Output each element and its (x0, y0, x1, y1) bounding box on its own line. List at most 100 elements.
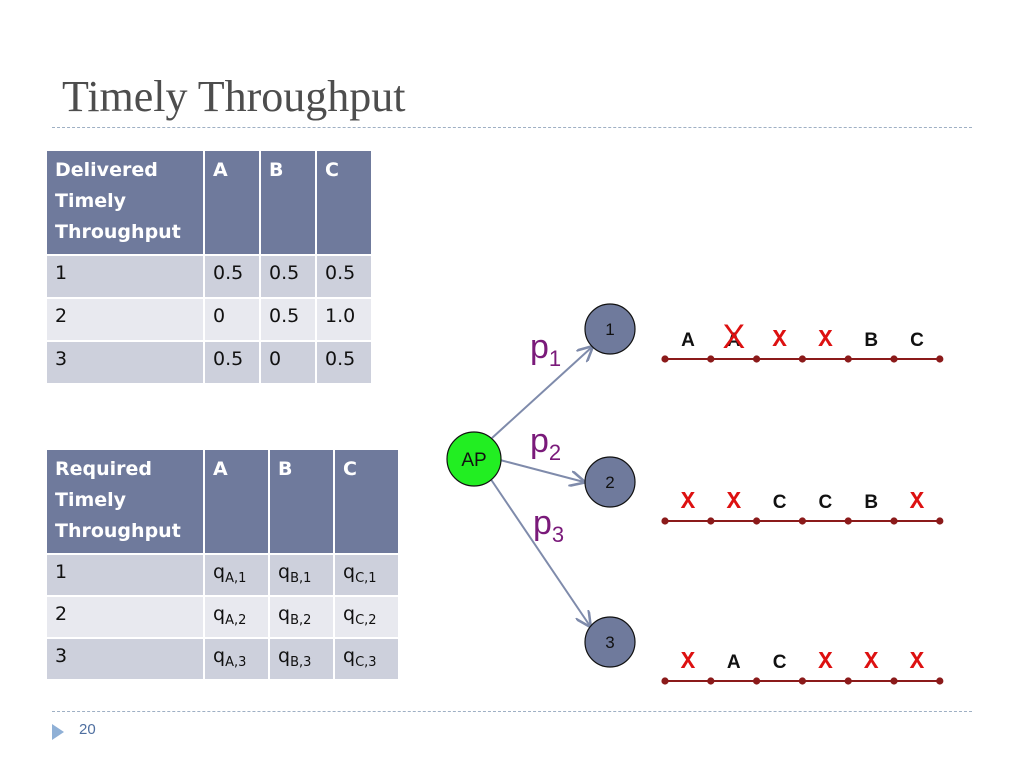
cell-base: q (343, 603, 356, 625)
header-cell-label: Delivered Timely Throughput (45, 149, 205, 256)
cell-b: 0.5 (259, 297, 317, 342)
cell-c: 0.5 (315, 340, 373, 385)
cell-subscript: A,2 (225, 613, 247, 628)
client-node-label: 1 (605, 320, 614, 339)
header-cell-b: B (268, 448, 335, 555)
slot-label: A (727, 652, 741, 673)
cell-subscript: A,3 (225, 655, 247, 670)
timeline-tick (890, 355, 898, 363)
timeline-tick (936, 517, 944, 525)
timeline-tick (890, 517, 898, 525)
table-row: 2 qA,2 qB,2 qC,2 (45, 595, 400, 639)
link-arrow-3 (489, 477, 590, 626)
slot-label: B (864, 492, 878, 513)
timeline-tick (936, 677, 944, 685)
cell-subscript: A,1 (225, 571, 247, 586)
cell-subscript: B,3 (290, 655, 312, 670)
client-node-label: 2 (605, 473, 614, 492)
slot-label: X (818, 327, 833, 354)
access-point-label: AP (461, 450, 486, 471)
header-cell-c: C (315, 149, 373, 256)
cell-base: 2 (55, 603, 68, 625)
client-node-label: 3 (605, 633, 614, 652)
slot-label: A (727, 330, 741, 351)
slot-label: C (819, 492, 833, 513)
probability-subscript: 1 (549, 346, 561, 371)
cell-base: q (278, 645, 291, 667)
timeline-tick (936, 355, 944, 363)
slot-label: X (910, 649, 925, 676)
timeline-tick (707, 355, 715, 363)
cell-subscript: C,1 (355, 571, 377, 586)
timeline-tick (844, 677, 852, 685)
cell-c: qC,2 (333, 595, 400, 639)
timeline-tick (661, 355, 669, 363)
cell-a: qA,1 (203, 553, 270, 597)
timeline-tick (798, 677, 807, 685)
access-point-node (446, 431, 502, 487)
cell-base: q (213, 645, 226, 667)
table-row: 1 0.5 0.5 0.5 (45, 254, 373, 299)
client-node-1 (584, 303, 636, 355)
table-header-row: Delivered Timely Throughput A B C (45, 149, 373, 256)
timeline-tick (753, 517, 761, 525)
cell-a: qA,3 (203, 637, 270, 681)
cell-base: q (278, 561, 291, 583)
slot-label: X (910, 489, 925, 516)
table-row: 1 qA,1 qB,1 qC,1 (45, 553, 400, 597)
probability-subscript: 3 (552, 522, 564, 547)
cell-subscript: C,2 (355, 613, 377, 628)
slot-label: C (910, 330, 924, 351)
slide-number: 20 (79, 721, 96, 738)
cell-a: qA,2 (203, 595, 270, 639)
required-throughput-table: Required Timely Throughput A B C 1 qA,1 … (45, 448, 400, 681)
cell-c: qC,1 (333, 553, 400, 597)
cell-b: 0 (259, 340, 317, 385)
header-cell-b: B (259, 149, 317, 256)
row-client: 1 (45, 553, 205, 597)
probability-base: p (530, 422, 549, 460)
table-row: 3 qA,3 qB,3 qC,3 (45, 637, 400, 681)
cell-b: qB,2 (268, 595, 335, 639)
link-arrow-2 (499, 459, 584, 482)
slot-label: C (773, 652, 787, 673)
row-client: 3 (45, 340, 205, 385)
footer-divider (52, 711, 972, 712)
probability-label-2: p2 (530, 422, 561, 465)
node-group: AP 1 2 3 (446, 303, 636, 668)
cell-a: 0.5 (203, 340, 261, 385)
cell-b: qB,1 (268, 553, 335, 597)
probability-base: p (533, 504, 552, 542)
cell-base: q (213, 603, 226, 625)
timeline-tick (707, 677, 715, 685)
slot-label: A (681, 330, 695, 351)
title-divider (52, 127, 972, 128)
probability-subscript: 2 (549, 440, 561, 465)
slot-label: X (772, 327, 787, 354)
cell-b: qB,3 (268, 637, 335, 681)
slot-label: C (773, 492, 787, 513)
cell-subscript: B,1 (290, 571, 312, 586)
row-client: 2 (45, 297, 205, 342)
cell-subscript: B,2 (290, 613, 312, 628)
header-cell-c: C (333, 448, 400, 555)
timeline-tick (798, 355, 807, 363)
timeline-tick (707, 517, 715, 525)
probability-label-1: p1 (530, 328, 561, 371)
cell-base: 1 (55, 561, 68, 583)
cell-b: 0.5 (259, 254, 317, 299)
slot-label: X (681, 649, 696, 676)
slide-title: Timely Throughput (62, 72, 406, 121)
client-node-3 (584, 616, 636, 668)
timeline-tick (844, 355, 852, 363)
row-client: 1 (45, 254, 205, 299)
probability-label-3: p3 (533, 504, 564, 547)
table-row: 3 0.5 0 0.5 (45, 340, 373, 385)
slot-overlay-mark: X (722, 318, 745, 356)
timeline-tick (844, 517, 852, 525)
cell-base: 3 (55, 645, 68, 667)
header-cell-a: A (203, 448, 270, 555)
cell-base: q (213, 561, 226, 583)
